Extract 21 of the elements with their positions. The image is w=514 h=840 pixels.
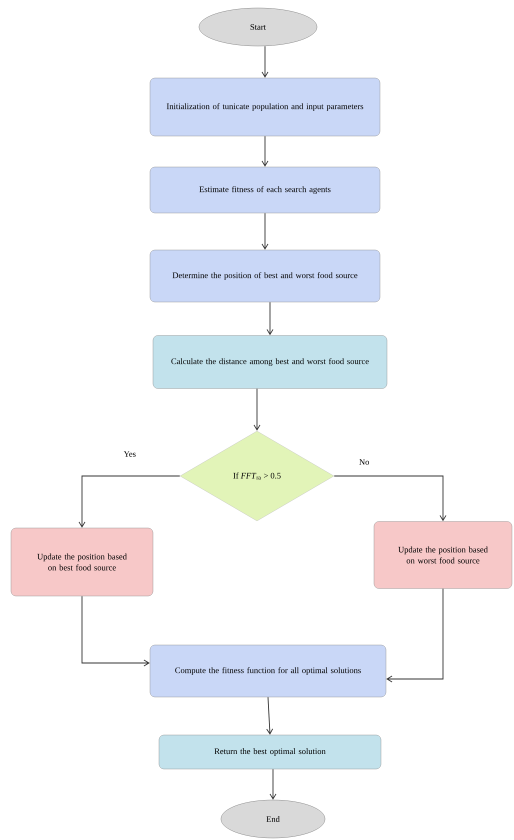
edge-label: No (359, 459, 370, 465)
arrow (266, 696, 274, 735)
edge-label: Yes (124, 451, 136, 457)
arrow (386, 588, 444, 682)
process-box: Compute the fitness function for all optimal solutions (150, 644, 386, 698)
process-box: Determine the position of best and worst food source (150, 250, 380, 302)
process-box: Calculate the distance among best and worst food source (152, 335, 388, 389)
arrow (254, 388, 260, 431)
arrow (78, 476, 180, 528)
process-box: Update the position based on best food source (10, 528, 154, 596)
arrow (262, 212, 268, 250)
arrow (270, 768, 276, 800)
arrow (266, 302, 274, 336)
arrow (262, 136, 268, 167)
process-box: Update the position based on worst food source (374, 521, 512, 589)
process-box: Return the best optimal solution (158, 734, 382, 770)
process-box: Initialization of tunicate population and input parameters (150, 78, 380, 136)
arrow (262, 46, 268, 78)
arrow (82, 596, 150, 666)
arrow (334, 476, 446, 522)
process-box: Estimate fitness of each search agents (150, 166, 380, 214)
